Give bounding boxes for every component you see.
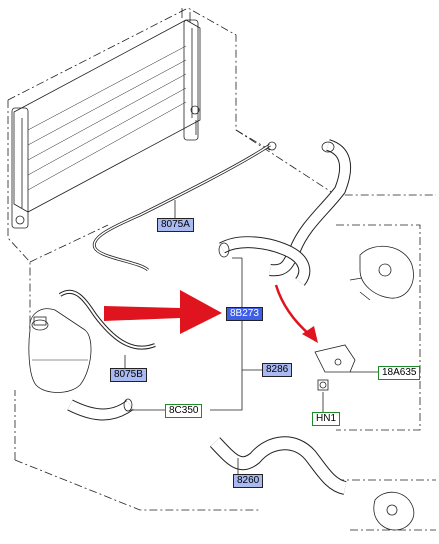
label-hn1[interactable]: HN1 — [312, 412, 341, 426]
label-8286[interactable]: 8286 — [262, 363, 293, 377]
hose-8075b-icon — [58, 289, 156, 350]
thermostat-housing-icon — [373, 491, 415, 531]
water-pump-icon — [349, 246, 414, 301]
curved-red-arrow-icon — [274, 284, 318, 343]
nut-icon — [317, 379, 329, 391]
expansion-tank-icon — [28, 308, 92, 393]
label-8c350[interactable]: 8C350 — [165, 404, 203, 418]
label-8b273[interactable]: 8B273 — [226, 307, 263, 321]
leader-lines — [124, 200, 378, 474]
connector-8b273-icon — [218, 236, 311, 286]
label-8260[interactable]: 8260 — [233, 474, 264, 488]
upper-hose-icon — [269, 139, 352, 277]
radiator-icon — [11, 8, 201, 229]
hose-8075a-icon — [92, 141, 277, 272]
label-8075b[interactable]: 8075B — [110, 368, 147, 382]
label-8075a[interactable]: 8075A — [157, 218, 194, 232]
lower-hose-icon — [67, 398, 134, 421]
hose-8260-icon — [209, 436, 348, 495]
bracket-icon — [314, 344, 356, 373]
label-18a635[interactable]: 18A635 — [378, 366, 421, 380]
red-arrow-icon — [104, 290, 222, 334]
